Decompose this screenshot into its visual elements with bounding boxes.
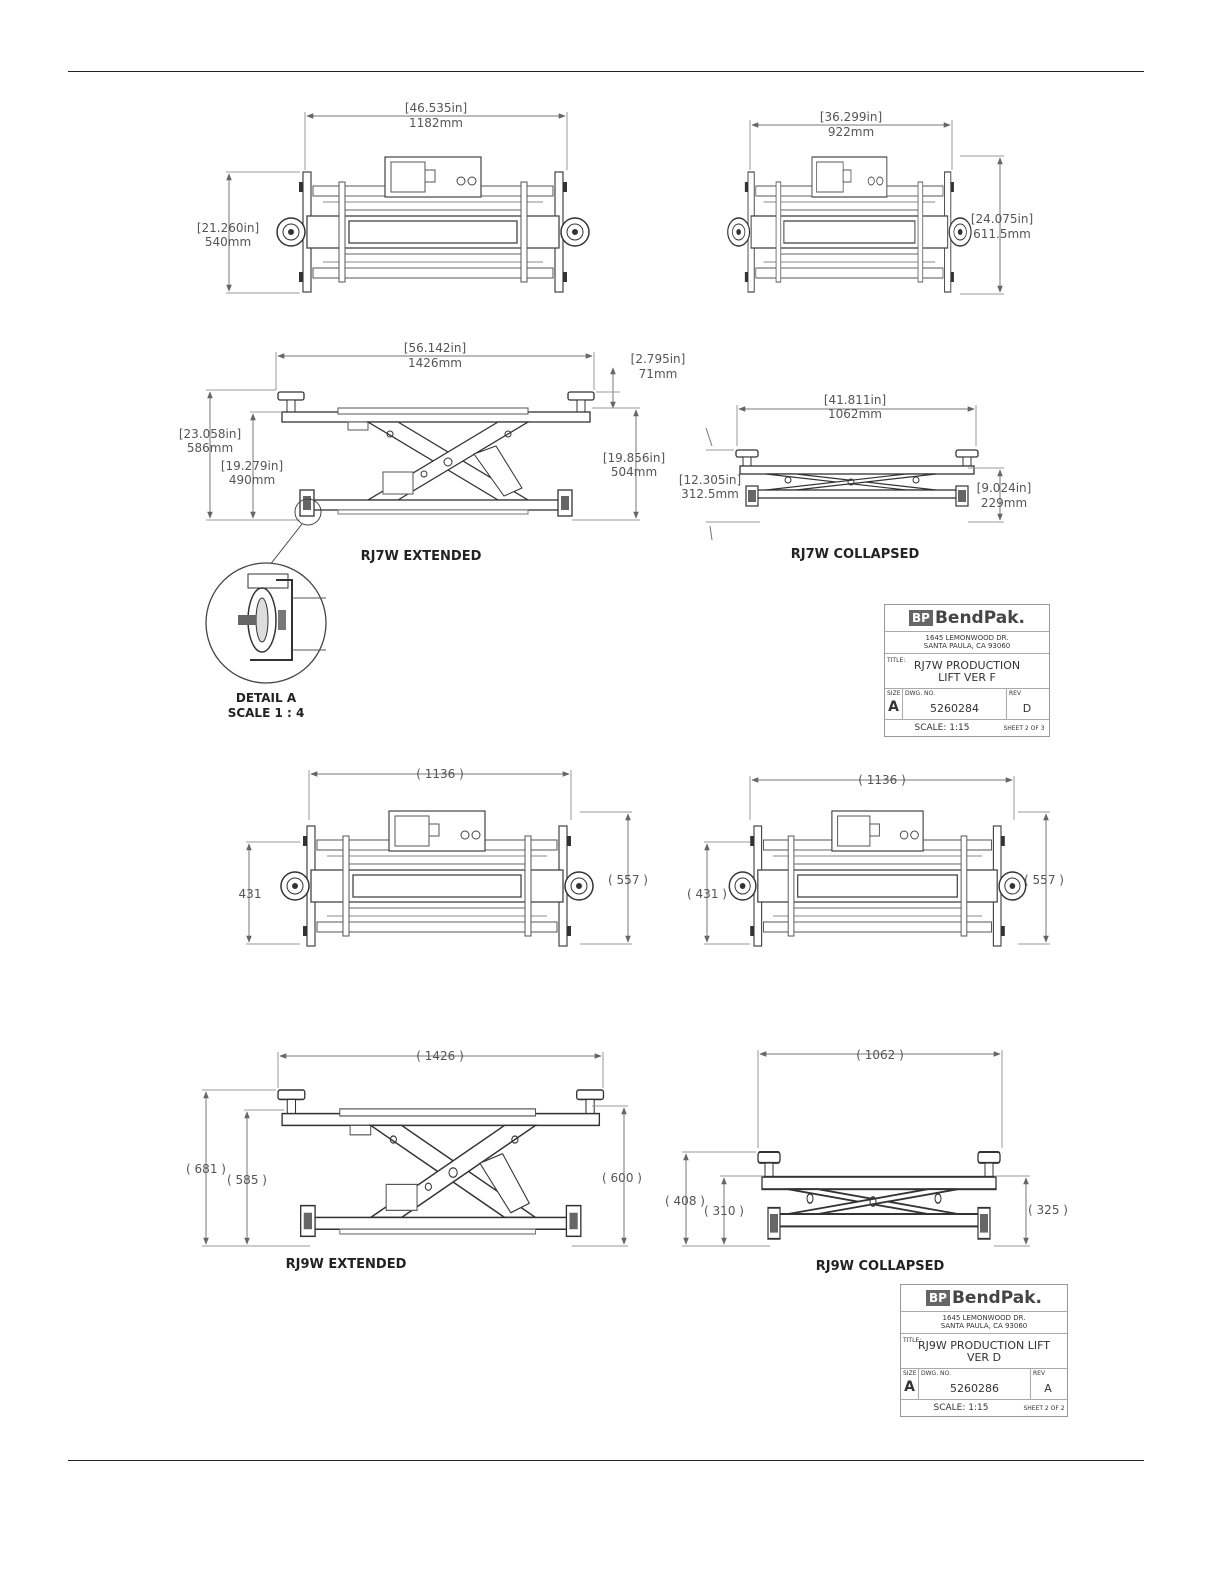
rj7w-top-extended-view: [46.535in] 1182mm [21.260in] 540mm (197, 101, 590, 294)
rj9w-side-extended-view: ( 1426 ) ( 681 ) ( 585 ) ( 600 ) RJ9W EX… (186, 1049, 642, 1272)
drawing-number: 5260284 (930, 702, 979, 715)
rj7w-top-ext-height-mm: 540mm (205, 235, 251, 249)
rj7w-top-ext-width-in: [46.535in] (405, 101, 467, 115)
rj7w-side-col-left-mm: 312.5mm (681, 487, 739, 501)
title-block-footer: SCALE: 1:15 SHEET 2 OF 2 (901, 1400, 1067, 1416)
rj9w-side-col-total: ( 408 ) (665, 1194, 705, 1208)
rj7w-side-col-right-mm: 229mm (981, 496, 1027, 510)
rj9w-side-ext-right: ( 600 ) (602, 1171, 642, 1185)
rj9w-title-block: BP BendPak. 1645 LEMONWOOD DR. SANTA PAU… (900, 1284, 1068, 1417)
title-block-info-row: SIZE A DWG. NO. 5260286 REV A (901, 1369, 1067, 1400)
rj9w-top-ext-left: 431 (239, 887, 262, 901)
sheet-value: SHEET 2 OF 2 (1023, 1404, 1065, 1412)
drawing-number: 5260286 (950, 1382, 999, 1395)
detail-a-title: DETAIL A (236, 691, 297, 705)
rj7w-side-ext-deck-in: [19.279in] (221, 459, 283, 473)
drawing-title: TITLE: RJ9W PRODUCTION LIFT VER D (901, 1334, 1067, 1369)
rj9w-top-collapsed-view: ( 1136 ) ( 431 ) ( 557 ) (687, 773, 1064, 947)
header-rule (68, 71, 1144, 72)
rj7w-side-ext-width-mm: 1426mm (408, 356, 462, 370)
rj9w-side-col-deck: ( 310 ) (704, 1204, 744, 1218)
rj7w-top-col-width-mm: 922mm (828, 125, 874, 139)
rj7w-top-ext-width-mm: 1182mm (409, 116, 463, 130)
detail-a-scale: SCALE 1 : 4 (228, 706, 305, 720)
title-block-footer: SCALE: 1:15 SHEET 2 OF 3 (885, 720, 1049, 736)
rj7w-side-ext-pad-mm: 71mm (639, 367, 678, 381)
scale-value: SCALE: 1:15 (933, 1403, 989, 1413)
rj9w-side-col-right: ( 325 ) (1028, 1203, 1068, 1217)
rj7w-side-ext-total-mm: 586mm (187, 441, 233, 455)
scale-value: SCALE: 1:15 (914, 723, 970, 733)
title-block-info-row: SIZE A DWG. NO. 5260284 REV D (885, 689, 1049, 720)
drawing-title: TITLE: RJ7W PRODUCTION LIFT VER F (885, 654, 1049, 689)
rj9w-side-ext-deck: ( 585 ) (227, 1173, 267, 1187)
rj9w-top-ext-right: ( 557 ) (608, 873, 648, 887)
rj9w-side-ext-total: ( 681 ) (186, 1162, 226, 1176)
rj7w-side-col-left-in: [12.305in] (679, 473, 741, 487)
rj9w-top-extended-view: ( 1136 ) 431 ( 557 ) (239, 767, 648, 947)
rj9w-top-ext-width: ( 1136 ) (416, 767, 464, 781)
rj7w-extended-caption: RJ7W EXTENDED (361, 549, 482, 564)
rj7w-side-col-width-in: [41.811in] (824, 393, 886, 407)
sheet-value: SHEET 2 OF 3 (1003, 724, 1045, 732)
revision: D (1022, 702, 1032, 715)
size-value: A (904, 1379, 915, 1395)
bendpak-logo: BP BendPak. (885, 605, 1049, 632)
revision: A (1044, 1382, 1052, 1395)
rj9w-side-collapsed-view: ( 1062 ) ( 408 ) ( 310 ) ( 325 ) RJ9W CO… (665, 1048, 1068, 1274)
rj7w-side-ext-pad-in: [2.795in] (631, 352, 686, 366)
rj7w-side-ext-right-mm: 504mm (611, 465, 657, 479)
footer-rule (68, 1460, 1144, 1461)
rj9w-side-ext-width: ( 1426 ) (416, 1049, 464, 1063)
detail-a-view: DETAIL A SCALE 1 : 4 (205, 562, 327, 720)
rj9w-collapsed-caption: RJ9W COLLAPSED (816, 1259, 945, 1274)
rj9w-top-col-left: ( 431 ) (687, 887, 727, 901)
rj7w-side-col-width-mm: 1062mm (828, 407, 882, 421)
rj9w-top-col-right: ( 557 ) (1024, 873, 1064, 887)
rj7w-side-collapsed-view: [41.811in] 1062mm [12.305in] 312.5mm [9.… (679, 393, 1031, 562)
rj7w-top-col-width-in: [36.299in] (820, 110, 882, 124)
rj7w-side-ext-right-in: [19.856in] (603, 451, 665, 465)
rj9w-side-col-width: ( 1062 ) (856, 1048, 904, 1062)
size-value: A (888, 699, 899, 715)
rj7w-top-collapsed-view: [36.299in] 922mm [24.075in] 611.5mm (726, 110, 1033, 295)
rj7w-side-ext-total-in: [23.058in] (179, 427, 241, 441)
rj7w-top-col-height-in: [24.075in] (971, 212, 1033, 226)
rj7w-collapsed-caption: RJ7W COLLAPSED (791, 547, 920, 562)
rj7w-side-ext-width-in: [56.142in] (404, 341, 466, 355)
company-address: 1645 LEMONWOOD DR. SANTA PAULA, CA 93060 (885, 632, 1049, 654)
rj7w-top-col-height-mm: 611.5mm (973, 227, 1031, 241)
rj9w-extended-caption: RJ9W EXTENDED (286, 1257, 407, 1272)
company-address: 1645 LEMONWOOD DR. SANTA PAULA, CA 93060 (901, 1312, 1067, 1334)
rj7w-top-ext-height-in: [21.260in] (197, 221, 259, 235)
rj9w-top-col-width: ( 1136 ) (858, 773, 906, 787)
rj7w-side-extended-view: [56.142in] 1426mm [2.795in] 71mm [23.058… (179, 341, 686, 571)
rj7w-side-col-right-in: [9.024in] (977, 481, 1032, 495)
rj7w-side-ext-deck-mm: 490mm (229, 473, 275, 487)
rj7w-title-block: BP BendPak. 1645 LEMONWOOD DR. SANTA PAU… (884, 604, 1050, 737)
bendpak-logo: BP BendPak. (901, 1285, 1067, 1312)
